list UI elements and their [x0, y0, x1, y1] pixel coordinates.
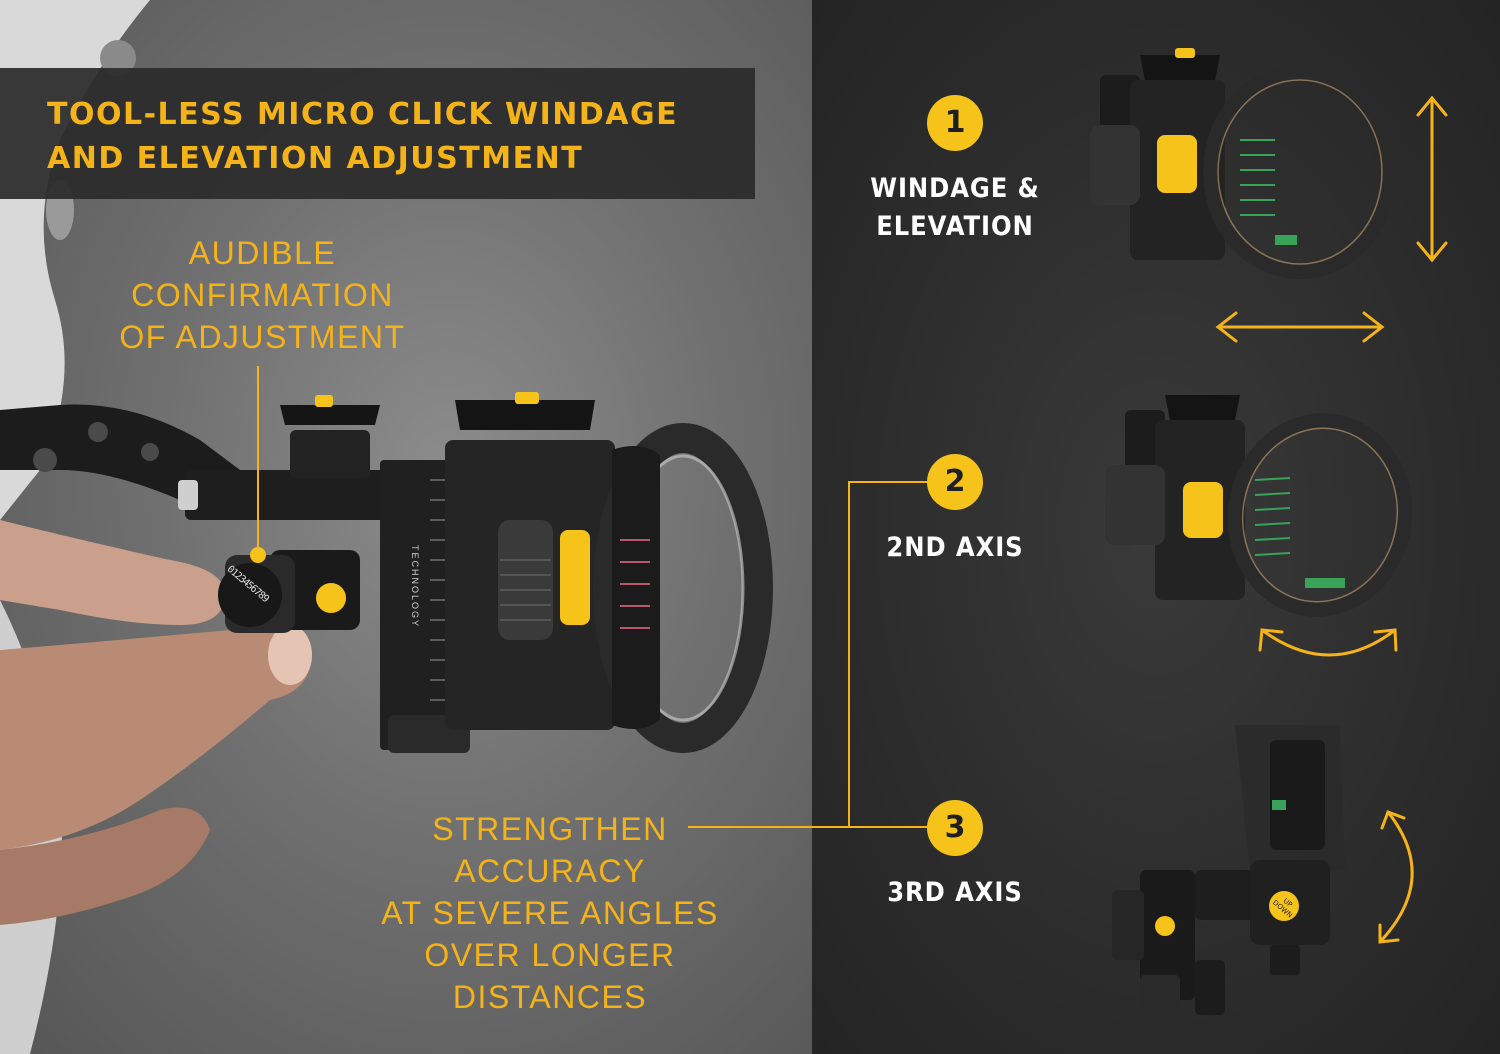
headline-title: TOOL-LESS MICRO CLICK WINDAGE AND ELEVAT…: [47, 93, 747, 181]
bow-sight-image: [0, 392, 745, 750]
step-label-line: ELEVATION: [876, 211, 1034, 242]
headline-banner: [0, 68, 755, 199]
strengthen-callout: STRENGTHEN ACCURACY AT SEVERE ANGLES OVE…: [360, 808, 740, 1018]
audible-callout: AUDIBLE CONFIRMATION OF ADJUSTMENT: [105, 232, 420, 358]
callout-line: AT SEVERE ANGLES: [381, 895, 719, 931]
step-label-line: 2ND AXIS: [886, 532, 1024, 563]
hand-image: [0, 520, 312, 925]
connector-horizontal-bottom: [688, 826, 930, 828]
step-label-line: WINDAGE &: [870, 173, 1040, 204]
step-3-badge: 3: [927, 800, 983, 856]
callout-line: CONFIRMATION: [131, 277, 394, 313]
step-1-badge: 1: [927, 95, 983, 151]
callout-line: STRENGTHEN: [432, 811, 668, 847]
audible-pointer-dot: [250, 547, 266, 563]
headline-line-2: AND ELEVATION ADJUSTMENT: [47, 141, 584, 176]
callout-line: DISTANCES: [452, 979, 648, 1015]
connector-vertical: [848, 481, 850, 827]
elk-logo-icon: [1183, 482, 1223, 538]
step-2-label: 2ND AXIS: [856, 529, 1054, 567]
callout-line: AUDIBLE: [188, 235, 337, 271]
elk-logo-icon: [560, 530, 590, 625]
callout-line: OVER LONGER: [424, 937, 676, 973]
callout-line: OF ADJUSTMENT: [119, 319, 406, 355]
callout-line: ACCURACY: [454, 853, 646, 889]
headline-line-1: TOOL-LESS MICRO CLICK WINDAGE: [47, 97, 679, 132]
connector-horizontal-top: [848, 481, 930, 483]
step-label-line: 3RD AXIS: [887, 877, 1023, 908]
audible-pointer-line: [257, 366, 259, 554]
step-1-label: WINDAGE & ELEVATION: [856, 170, 1054, 246]
elk-logo-icon: [1157, 135, 1197, 193]
step-2-badge: 2: [927, 454, 983, 510]
step-3-label: 3RD AXIS: [856, 874, 1054, 912]
